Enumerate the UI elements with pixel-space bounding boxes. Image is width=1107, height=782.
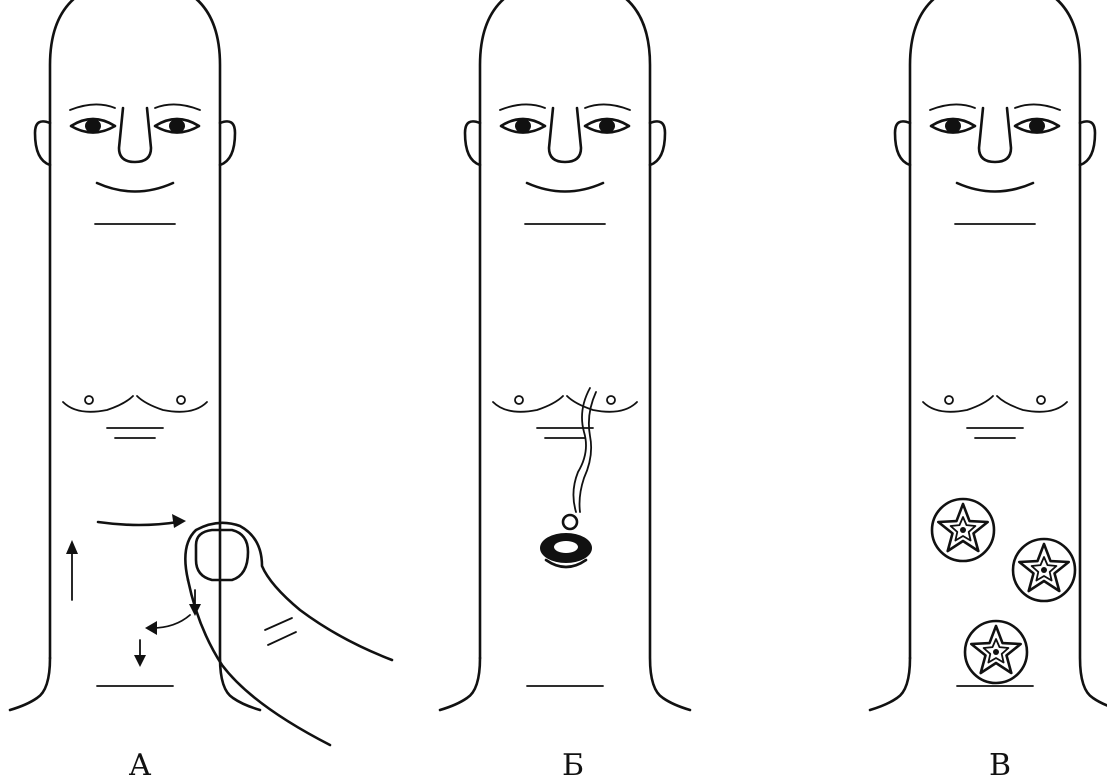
star-stamp-icon — [965, 621, 1027, 683]
finger-figure-c — [870, 0, 1107, 710]
finger-figure-a — [10, 0, 260, 710]
panel-label-a: А — [129, 748, 152, 782]
panel-b: Б — [440, 0, 690, 782]
finger-figure-b — [440, 0, 690, 710]
panel-label-b: Б — [562, 748, 584, 782]
pendant-icon — [540, 388, 596, 567]
arrow-icon — [66, 540, 78, 600]
arrow-icon — [145, 615, 190, 635]
panel-a: А — [10, 0, 392, 782]
panel-label-c: В — [989, 748, 1011, 782]
star-stamp-icon — [1013, 539, 1075, 601]
star-stamp-icon — [932, 499, 994, 561]
thumb-drawing — [185, 523, 392, 745]
arrow-icon — [134, 640, 146, 667]
panel-c: В — [870, 0, 1107, 782]
arrow-icon — [98, 514, 186, 528]
